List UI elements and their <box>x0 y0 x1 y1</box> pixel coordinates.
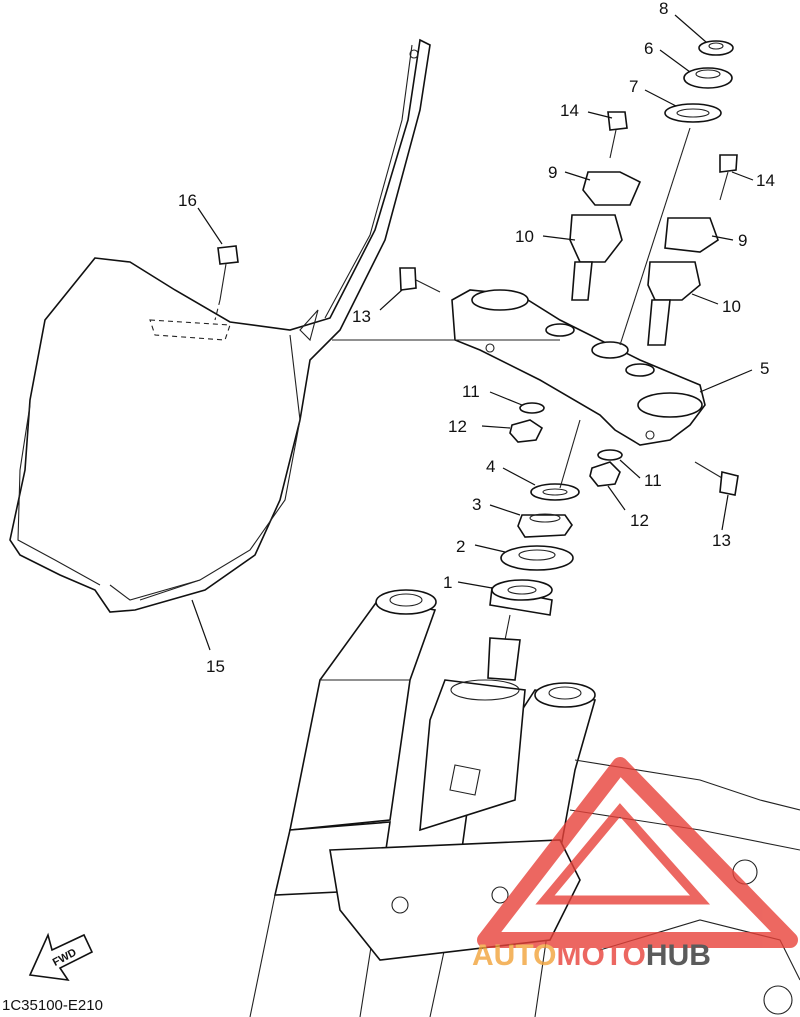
callout-10-left: 10 <box>515 227 534 246</box>
assembly-axis-lines <box>332 127 691 641</box>
callout-8: 8 <box>659 0 668 18</box>
callout-5: 5 <box>760 359 769 378</box>
callout-15: 15 <box>206 657 225 676</box>
callout-7: 7 <box>629 77 638 96</box>
callout-12-right: 12 <box>630 511 649 530</box>
fwd-arrow-icon: FWD <box>28 932 94 982</box>
washer-part-11-right <box>597 449 623 461</box>
callout-14-right: 14 <box>756 171 775 190</box>
nut-part-12-right <box>589 461 621 487</box>
leader-lines <box>191 14 754 651</box>
callout-13-right: 13 <box>712 531 731 550</box>
bolt-part-13-right <box>694 461 739 496</box>
watermark-triangle-icon <box>477 757 798 948</box>
callout-1: 1 <box>443 573 452 592</box>
callout-13-left: 13 <box>352 307 371 326</box>
number-plate-part-15 <box>9 38 431 613</box>
callout-14-left: 14 <box>560 101 579 120</box>
handlebar-holder-right <box>647 217 719 346</box>
bolt-part-14-right <box>719 154 738 201</box>
watermark-text-hub: HUB <box>646 939 711 972</box>
svg-text:AUTOMOTOHUB: AUTOMOTOHUB <box>472 939 711 972</box>
callout-2: 2 <box>456 537 465 556</box>
callout-3: 3 <box>472 495 481 514</box>
callout-10-right: 10 <box>722 297 741 316</box>
upper-bracket-part-5 <box>451 289 706 446</box>
bolt-part-16 <box>214 245 239 321</box>
nut-part-8 <box>698 40 734 56</box>
collar-part-6 <box>683 67 733 89</box>
watermark-text-moto: MOTO <box>556 939 645 972</box>
handlebar-holder-left <box>569 171 642 301</box>
bolt-part-14-left <box>607 111 628 159</box>
callout-12-left: 12 <box>448 417 467 436</box>
callout-9-left: 9 <box>548 163 557 182</box>
callout-6: 6 <box>644 39 653 58</box>
bearing-cover-part-2 <box>500 545 574 571</box>
watermark-text-auto: AUTO <box>472 939 556 972</box>
diagram-code: 1C35100-E210 <box>2 997 103 1014</box>
callout-4: 4 <box>486 457 495 476</box>
nut-part-12-left <box>509 419 544 443</box>
callout-16: 16 <box>178 191 197 210</box>
callout-11-right: 11 <box>644 471 662 490</box>
bolt-part-13-left <box>399 267 441 293</box>
ring-nut-part-3 <box>517 513 573 538</box>
callout-11-left: 11 <box>462 382 480 401</box>
callout-9-right: 9 <box>738 231 747 250</box>
washer-part-4 <box>530 483 580 501</box>
washer-part-11-left <box>519 402 545 414</box>
callout-labels: 8 6 7 14 9 10 14 9 10 5 13 11 12 4 3 2 1… <box>178 0 775 676</box>
bearing-part-1 <box>489 579 553 616</box>
automotohub-watermark: AUTOMOTOHUB <box>472 757 798 972</box>
washer-part-7 <box>664 103 722 123</box>
